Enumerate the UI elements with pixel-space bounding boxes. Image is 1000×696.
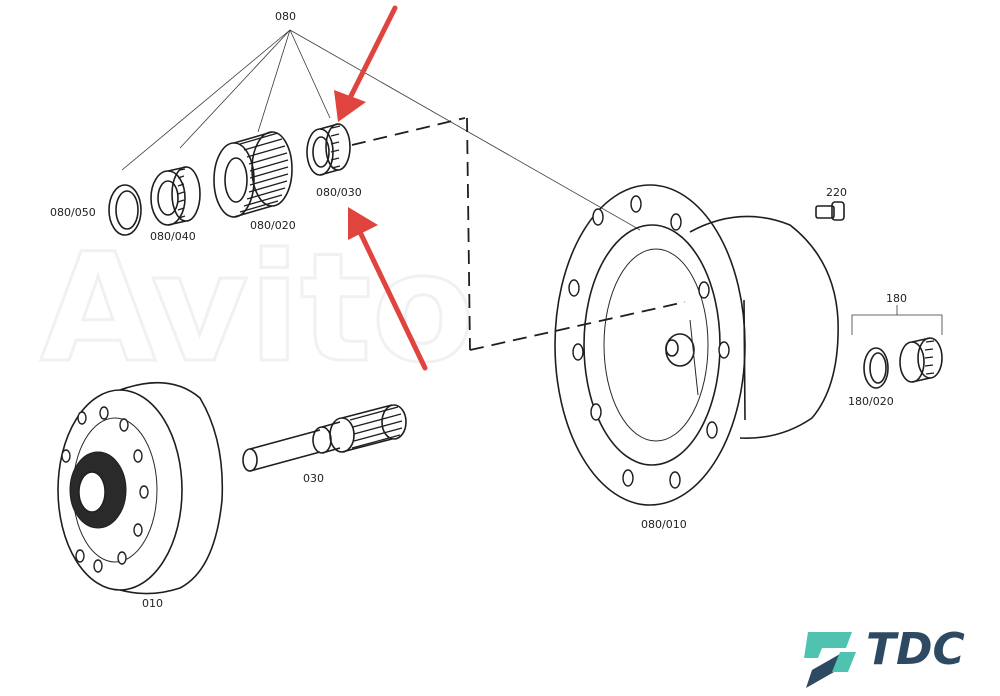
brand-mark-icon (804, 632, 856, 688)
label-080-050: 080/050 (50, 206, 96, 219)
label-180-020: 180/020 (848, 395, 894, 408)
assembly-path-dashed (351, 117, 686, 351)
gear-080-020 (213, 131, 293, 218)
brand-logo: TDC (804, 624, 965, 688)
label-220: 220 (826, 186, 847, 199)
plug-group-180 (851, 305, 943, 389)
shaft-030 (242, 404, 407, 472)
brand-name: TDC (866, 624, 965, 675)
label-010: 010 (142, 597, 163, 610)
label-030: 030 (303, 472, 324, 485)
label-080-030: 080/030 (316, 186, 362, 199)
label-080: 080 (275, 10, 296, 23)
label-080-020: 080/020 (250, 219, 296, 232)
label-080-010: 080/010 (641, 518, 687, 531)
ring-080-050 (108, 184, 142, 236)
label-180: 180 (886, 292, 907, 305)
bolt-220 (815, 201, 845, 221)
hub-010 (57, 381, 224, 595)
watermark: Avito (40, 222, 475, 396)
callout-arrow-top (334, 5, 398, 122)
housing-080-010 (554, 184, 839, 506)
bearing-080-040 (150, 166, 201, 226)
label-080-040: 080/040 (150, 230, 196, 243)
housing-bolt-holes (568, 195, 730, 489)
group-080-leaders (121, 29, 641, 231)
callout-arrow-bottom (348, 207, 428, 371)
bearing-080-030 (306, 123, 351, 176)
hub-bolt-holes (61, 406, 149, 573)
